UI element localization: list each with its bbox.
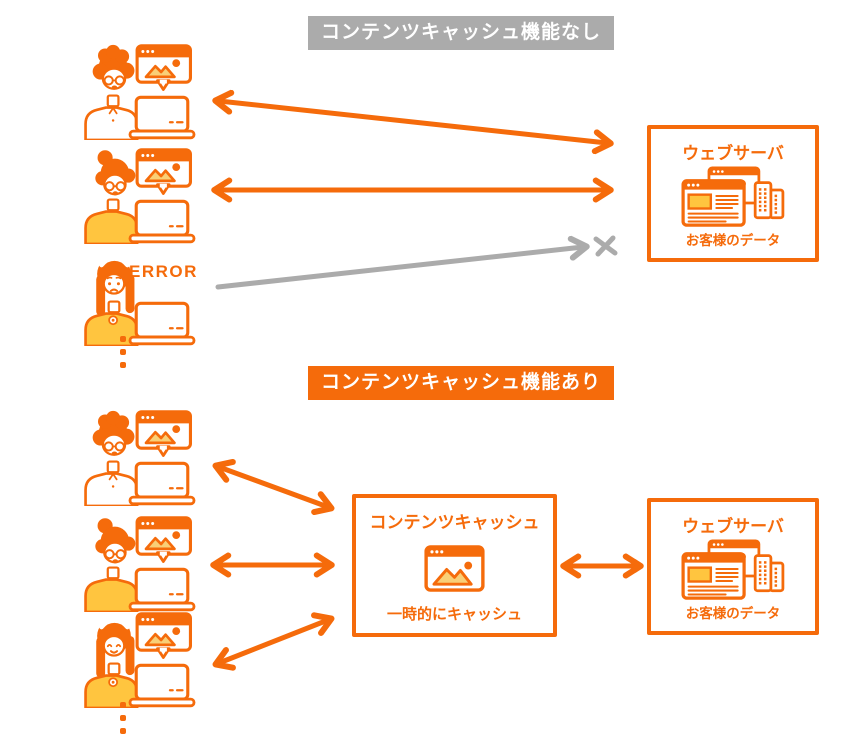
user-bun-icon [80, 516, 196, 612]
arrow-user1-server [212, 89, 614, 155]
user-curly-icon [80, 44, 196, 140]
content-cache-caption: 一時的にキャッシュ [386, 606, 522, 623]
content-cache-box: コンテンツキャッシュ 一時的にキャッシュ [352, 494, 557, 637]
x-mark-icon [593, 235, 618, 257]
ellipsis-icon [120, 702, 126, 734]
server-stack-icon [681, 539, 785, 600]
web-server-title: ウェブサーバ [682, 517, 784, 536]
web-server-box-bottom: ウェブサーバ お客様のデータ [647, 498, 819, 635]
content-cache-title: コンテンツキャッシュ [369, 513, 540, 532]
error-label: ERROR [129, 262, 198, 281]
web-server-title: ウェブサーバ [682, 144, 784, 163]
arrow-user3-failed [215, 235, 590, 290]
server-stack-icon [681, 166, 785, 227]
arrow-user3-cache [212, 612, 335, 671]
user-curly-icon [80, 410, 196, 506]
ellipsis-icon [120, 336, 126, 368]
customer-data-caption: お客様のデータ [685, 606, 781, 621]
customer-data-caption: お客様のデータ [685, 233, 781, 248]
cached-page-icon [424, 545, 485, 592]
arrow-user1-cache [212, 458, 335, 516]
user-bun-icon [80, 148, 196, 244]
web-server-box-top: ウェブサーバ お客様のデータ [647, 125, 819, 262]
user-headband-happy-icon [80, 612, 196, 708]
section-label-with-cache: コンテンツキャッシュ機能あり [308, 366, 615, 400]
section-label-no-cache: コンテンツキャッシュ機能なし [308, 16, 615, 50]
